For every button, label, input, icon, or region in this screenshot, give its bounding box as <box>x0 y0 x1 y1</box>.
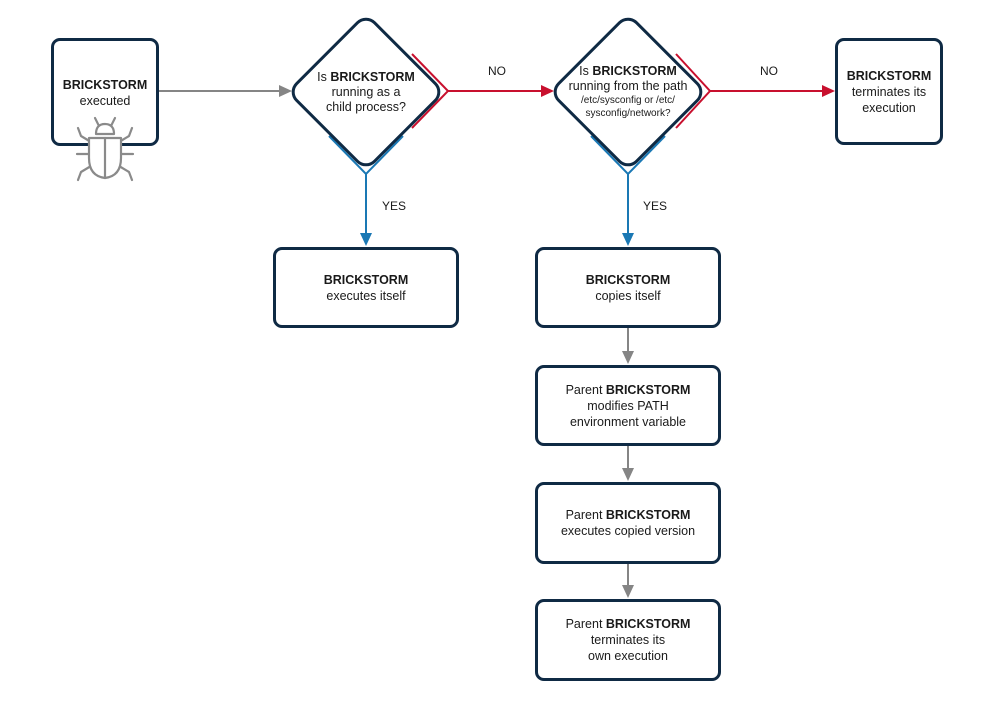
decision2-prefix: Is <box>579 64 593 78</box>
edge-label-yes-1: YES <box>382 199 407 213</box>
bug-icon <box>75 116 135 182</box>
terminate-line3: execution <box>862 100 916 115</box>
edge-label-yes-2: YES <box>643 199 668 213</box>
copies-itself-bold: BRICKSTORM <box>585 272 671 287</box>
edge-label-no-1: NO <box>488 64 506 78</box>
arrowhead <box>279 85 292 97</box>
decision1-line3: child process? <box>326 99 406 114</box>
terminates-own-line3: own execution <box>588 649 668 663</box>
edge-label-no-2: NO <box>760 64 778 78</box>
arrowhead <box>622 233 634 246</box>
arrowhead <box>360 233 372 246</box>
terminate-bold: BRICKSTORM <box>846 68 932 83</box>
decision1-diamond <box>291 17 441 167</box>
terminate-line2: terminates its <box>851 84 927 99</box>
arrowhead <box>822 85 835 97</box>
start-bold: BRICKSTORM <box>62 78 148 92</box>
decision1-prefix: Is <box>317 69 331 84</box>
decision2-text: Is BRICKSTORM running from the path /etc… <box>568 62 688 122</box>
executes-copied-prefix: Parent <box>565 508 606 522</box>
start-line2: executed <box>79 94 131 108</box>
arrowhead <box>541 85 554 97</box>
decision2-small1: /etc/sysconfig or /etc/ <box>581 95 675 106</box>
terminates-own-bold: BRICKSTORM <box>605 617 691 631</box>
executes-copied-line2: executes copied version <box>560 524 696 538</box>
executes-copied-node: Parent BRICKSTORM executes copied versio… <box>535 482 721 564</box>
modifies-path-prefix: Parent <box>565 382 606 397</box>
terminates-own-line2: terminates its <box>590 633 666 647</box>
modifies-path-line3: environment variable <box>569 414 687 429</box>
executes-copied-bold: BRICKSTORM <box>605 508 691 522</box>
executes-itself-bold: BRICKSTORM <box>323 272 409 287</box>
modifies-path-node: Parent BRICKSTORM modifies PATH environm… <box>535 365 721 446</box>
decision1-text: Is BRICKSTORM running as a child process… <box>316 64 416 120</box>
terminate-node: BRICKSTORM terminates its execution <box>835 38 943 145</box>
copies-itself-line2: copies itself <box>595 288 661 303</box>
arrowhead <box>622 585 634 598</box>
terminates-own-prefix: Parent <box>565 617 606 631</box>
decision2-bold: BRICKSTORM <box>592 64 677 78</box>
arrowhead <box>622 468 634 481</box>
copies-itself-node: BRICKSTORM copies itself <box>535 247 721 328</box>
decision1-line2: running as a <box>331 84 401 99</box>
decision2-diamond <box>553 17 703 167</box>
decision1-bold: BRICKSTORM <box>330 69 415 84</box>
start-node: BRICKSTORM executed <box>51 38 159 146</box>
decision2-small2: sysconfig/network? <box>585 108 671 119</box>
executes-itself-node: BRICKSTORM executes itself <box>273 247 459 328</box>
modifies-path-bold: BRICKSTORM <box>605 382 691 397</box>
terminates-own-node: Parent BRICKSTORM terminates its own exe… <box>535 599 721 681</box>
arrowhead <box>622 351 634 364</box>
decision2-line2: running from the path <box>568 79 688 93</box>
modifies-path-line2: modifies PATH <box>587 398 669 413</box>
executes-itself-line2: executes itself <box>326 288 406 303</box>
